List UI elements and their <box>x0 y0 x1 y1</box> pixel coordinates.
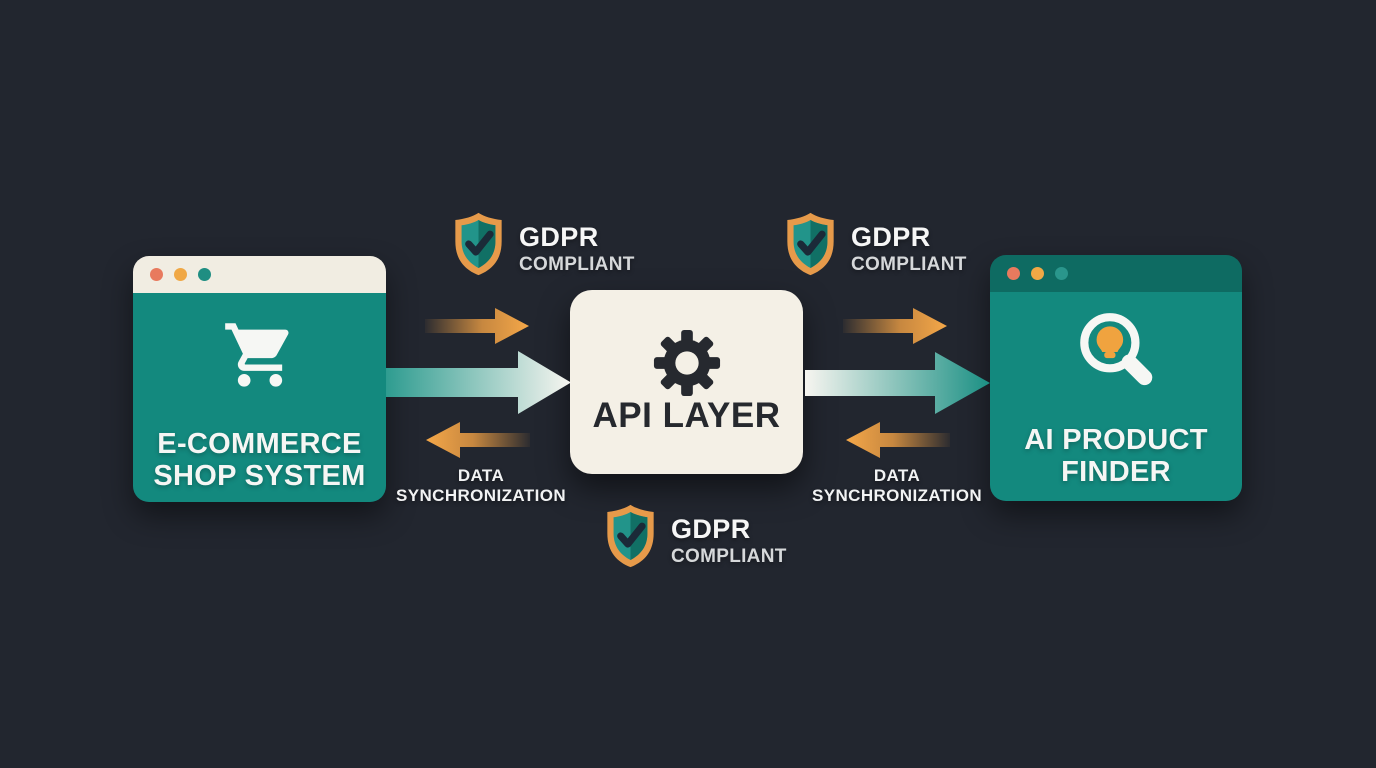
finder-title-line1: AI PRODUCT <box>1024 424 1208 456</box>
gdpr-badge-subtitle: COMPLIANT <box>671 546 787 567</box>
sync-arrow-right-right-pair <box>843 308 947 344</box>
ecommerce-shop-card: E-COMMERCE SHOP SYSTEM <box>133 256 386 502</box>
gdpr-badge-title: GDPR <box>851 222 931 252</box>
gdpr-shield-icon <box>787 212 834 276</box>
gdpr-shield-icon <box>607 504 654 568</box>
ecommerce-title-line1: E-COMMERCE <box>157 428 362 460</box>
gdpr-shield-icon <box>455 212 502 276</box>
window-dot-amber-icon <box>1031 267 1044 280</box>
gdpr-badge-top-right: GDPR COMPLIANT <box>851 222 967 275</box>
sync-arrow-left-right-pair <box>846 422 950 458</box>
data-sync-left-line2: SYNCHRONIZATION <box>395 486 566 505</box>
data-sync-left-line1: DATA <box>457 466 505 485</box>
gdpr-badge-bottom: GDPR COMPLIANT <box>671 514 787 567</box>
window-dot-amber-icon <box>174 268 187 281</box>
gear-icon <box>652 328 722 403</box>
finder-card-titlebar <box>990 255 1242 292</box>
data-sync-label-left: DATA SYNCHRONIZATION <box>361 466 601 506</box>
gdpr-badge-subtitle: COMPLIANT <box>519 254 635 275</box>
search-lightbulb-icon <box>1070 308 1162 405</box>
ecommerce-card-title: E-COMMERCE SHOP SYSTEM <box>133 428 386 492</box>
ecommerce-card-titlebar <box>133 256 386 293</box>
data-sync-right-line2: SYNCHRONIZATION <box>811 486 982 505</box>
sync-arrow-right-left-pair <box>425 308 529 344</box>
window-dot-teal-icon <box>198 268 211 281</box>
finder-card-title: AI PRODUCT FINDER <box>990 424 1242 488</box>
gdpr-badge-subtitle: COMPLIANT <box>851 254 967 275</box>
gdpr-badge-title: GDPR <box>519 222 599 252</box>
sync-arrow-left-left-pair <box>426 422 530 458</box>
data-sync-right-line1: DATA <box>873 466 921 485</box>
ecommerce-card-body: E-COMMERCE SHOP SYSTEM <box>133 293 386 502</box>
flow-arrow-shop-to-api <box>386 351 571 414</box>
api-layer-card: API LAYER <box>570 290 803 474</box>
api-layer-label: API LAYER <box>592 396 781 435</box>
finder-card-body: AI PRODUCT FINDER <box>990 292 1242 501</box>
data-sync-label-right: DATA SYNCHRONIZATION <box>777 466 1017 506</box>
finder-title-line2: FINDER <box>1061 456 1171 488</box>
flow-arrow-api-to-finder <box>805 352 990 414</box>
ecommerce-title-line2: SHOP SYSTEM <box>153 460 366 492</box>
window-dot-red-icon <box>1007 267 1020 280</box>
shopping-cart-icon <box>222 317 298 398</box>
gdpr-badge-title: GDPR <box>671 514 751 544</box>
window-dot-red-icon <box>150 268 163 281</box>
ai-product-finder-card: AI PRODUCT FINDER <box>990 255 1242 501</box>
window-dot-teal-icon <box>1055 267 1068 280</box>
gdpr-badge-top-left: GDPR COMPLIANT <box>519 222 635 275</box>
